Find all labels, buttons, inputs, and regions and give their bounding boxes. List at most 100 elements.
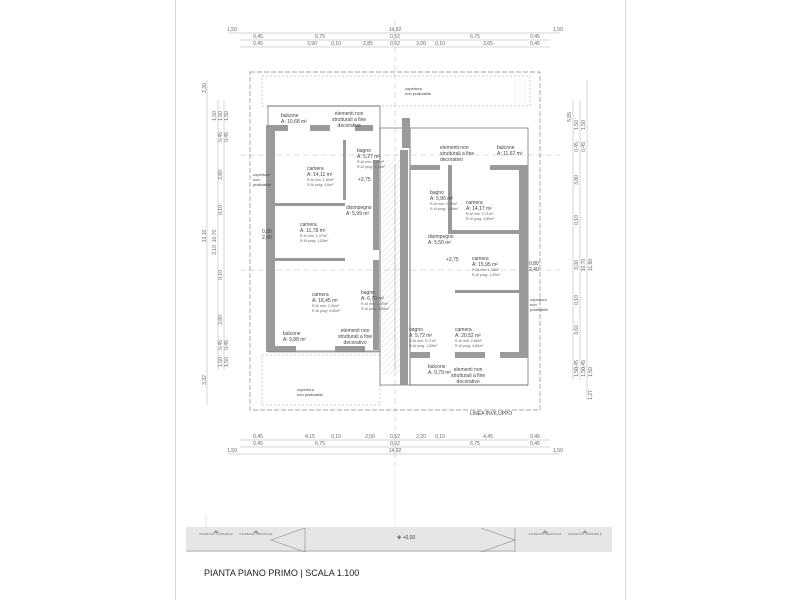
dimension-top-label: 1,50 bbox=[553, 27, 563, 33]
dimension-left-label: 1,50 bbox=[224, 357, 230, 367]
triangle-icon bbox=[542, 530, 548, 533]
dimension-bottom-label: 2,50 bbox=[365, 434, 375, 440]
dimension-right-label: 1,50 bbox=[588, 367, 594, 377]
dimension-top-label: 3,00 bbox=[416, 41, 426, 47]
dimension-bottom-label: 0,52 bbox=[390, 441, 400, 447]
dimension-left-label: 13,10 bbox=[202, 229, 208, 243]
dimension-bottom-label: 0,10 bbox=[435, 434, 445, 440]
dimension-bottom-label: 0,45 bbox=[253, 434, 263, 440]
dimension-bottom-label: 14,92 bbox=[388, 448, 402, 454]
dimension-top-label: 0,45 bbox=[253, 41, 263, 47]
dimension-left-label: 3,80 bbox=[218, 170, 224, 180]
dimension-right-label: 0,45 bbox=[581, 142, 587, 152]
dimension-right-label: 0,10 bbox=[574, 215, 580, 225]
dimension-bottom-label: 6,75 bbox=[470, 441, 480, 447]
dimension-right-label: 1,50 bbox=[574, 367, 580, 377]
sheet-edge-right bbox=[625, 0, 626, 600]
dimension-bottom-label: 2,20 bbox=[416, 434, 426, 440]
dimension-left-label: 1,50 bbox=[224, 111, 230, 121]
dimension-top-label: 2,85 bbox=[363, 41, 373, 47]
drawing-caption: PIANTA PIANO PRIMO | SCALA 1.100 bbox=[204, 568, 360, 578]
dimension-right-label: 1,50 bbox=[581, 120, 587, 130]
dimension-right-label: 5,85 bbox=[567, 112, 573, 122]
dimension-bottom-label: 0,45 bbox=[530, 441, 540, 447]
dimension-left-label: 10,70 bbox=[212, 229, 218, 243]
linea-inviluppo-label: LINEA INVILUPPO bbox=[470, 411, 513, 417]
dimension-left-label: 3,10 bbox=[212, 245, 218, 255]
sheet-edge-left bbox=[175, 0, 176, 600]
dimension-right-label: 0,10 bbox=[574, 295, 580, 305]
triangle-icon bbox=[213, 530, 219, 533]
dimension-right-label: 1,50 bbox=[581, 367, 587, 377]
dimension-top-label: 3,90 bbox=[307, 41, 317, 47]
dimension-right-label: 3,00 bbox=[574, 260, 580, 270]
dimension-bottom-label: 0,10 bbox=[331, 434, 341, 440]
dimension-right-label: 10,70 bbox=[581, 258, 587, 272]
triangle-icon bbox=[253, 530, 259, 533]
dimension-bottom-label: 0,52 bbox=[390, 434, 400, 440]
dimension-top-label: 0,10 bbox=[331, 41, 341, 47]
dimension-top-label: 0,45 bbox=[530, 34, 540, 40]
dimension-top-label: 0,45 bbox=[530, 41, 540, 47]
level-mark-left: +3,75 bbox=[358, 177, 371, 183]
entrance-pedonale-left: INGRESSO PEDONALE bbox=[239, 530, 273, 536]
level-mark-right: +3,75 bbox=[446, 257, 459, 263]
dimension-top-label: 6,75 bbox=[315, 34, 325, 40]
dimension-right-label: 3,60 bbox=[574, 325, 580, 335]
dimension-left-label: 0,10 bbox=[218, 205, 224, 215]
dimension-left-label: 0,10 bbox=[218, 270, 224, 280]
dimension-bottom-label: 6,75 bbox=[315, 441, 325, 447]
dimension-right-label: 0,45 bbox=[574, 142, 580, 152]
dimension-left-label: 0,45 bbox=[224, 340, 230, 350]
dimension-left-label: 2,30 bbox=[202, 83, 208, 93]
dimension-bottom-label: 4,15 bbox=[305, 434, 315, 440]
dimension-bottom-label: 0,45 bbox=[530, 434, 540, 440]
dimension-top-label: 14,92 bbox=[388, 27, 402, 33]
dimension-right-label: 3,80 bbox=[574, 175, 580, 185]
dimension-right-label: 1,27 bbox=[588, 390, 594, 400]
dimension-top-label: 0,10 bbox=[435, 41, 445, 47]
dimension-right-label: 11,80 bbox=[588, 258, 594, 272]
dimension-left-label: 0,45 bbox=[224, 132, 230, 142]
dimension-right-label: 1,50 bbox=[574, 120, 580, 130]
dimension-top-label: 1,50 bbox=[227, 27, 237, 33]
entrance-carrabile-left: INGRESSO CARRABILE bbox=[199, 530, 233, 536]
dimension-top-label: 0,52 bbox=[390, 41, 400, 47]
entrance-pedonale-right: INGRESSO PEDONALE bbox=[528, 530, 562, 536]
dimension-top-label: 0,45 bbox=[253, 34, 263, 40]
entrance-carrabile-right: INGRESSO CARRABILE bbox=[568, 530, 602, 536]
dimension-bottom-label: 1,50 bbox=[553, 448, 563, 454]
dimension-bottom-label: 0,45 bbox=[253, 441, 263, 447]
dimension-left-label: 3,80 bbox=[218, 315, 224, 325]
dimension-top-label: 6,75 bbox=[470, 34, 480, 40]
level-mark-ground: ✥ +0,00 bbox=[397, 535, 416, 541]
dimension-bottom-label: 1,50 bbox=[227, 448, 237, 454]
dimension-left-label: 3,32 bbox=[202, 375, 208, 385]
